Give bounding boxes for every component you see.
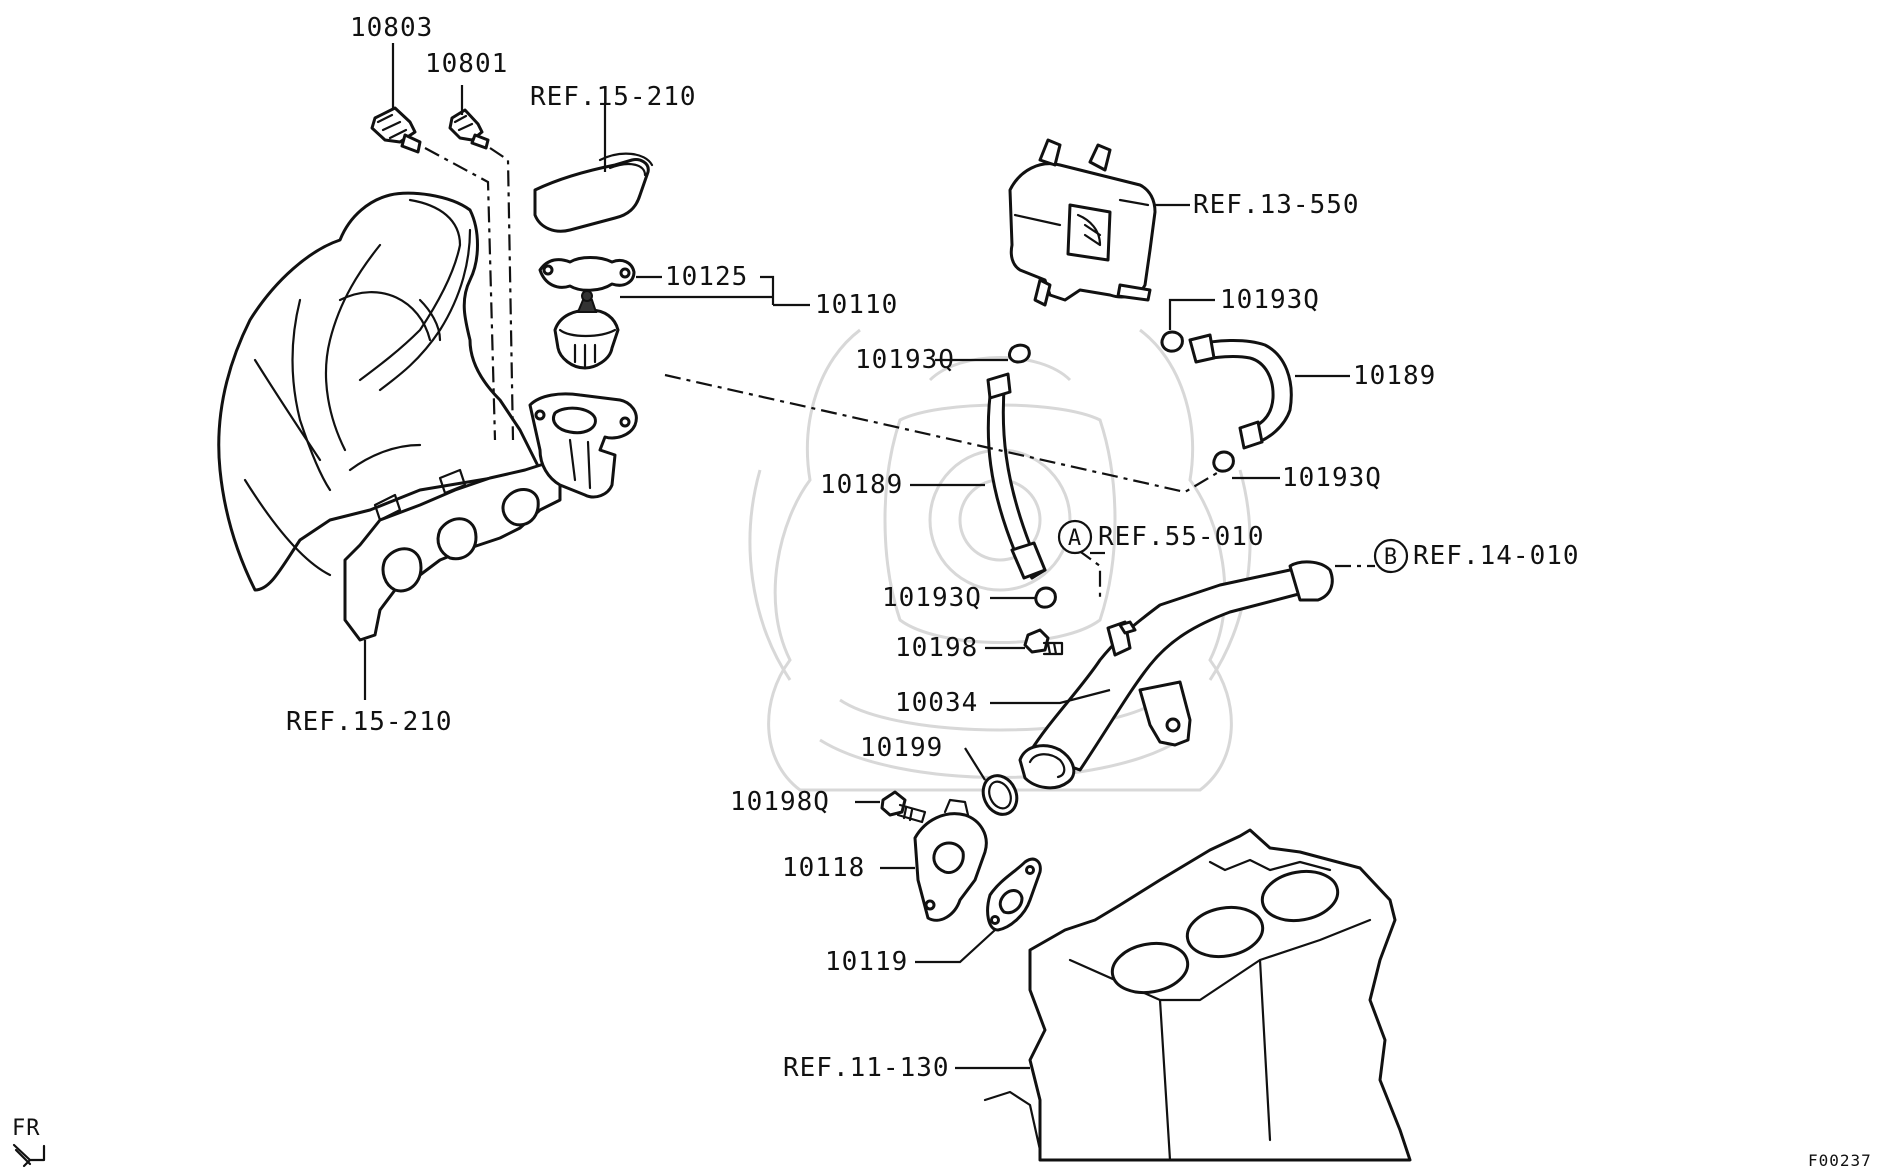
label-10189-left: 10189 [820, 470, 903, 500]
label-10118: 10118 [782, 853, 865, 883]
label-10189-right: 10189 [1353, 361, 1436, 391]
label-10198: 10198 [895, 633, 978, 663]
manifold-gasket [343, 460, 562, 642]
label-10198q: 10198Q [730, 787, 830, 817]
label-10193q-top-right: 10193Q [1220, 285, 1320, 315]
label-ref-14-010: REF.14-010 [1413, 541, 1580, 571]
gasket-10119 [986, 857, 1042, 932]
intake-manifold [217, 191, 542, 592]
front-arrow-icon [12, 1143, 46, 1168]
label-ref-15-210-top: REF.15-210 [530, 82, 697, 112]
label-ref-11-130: REF.11-130 [783, 1053, 950, 1083]
label-10193q-bottom: 10193Q [882, 583, 982, 613]
coolant-hose-right [1188, 333, 1293, 450]
label-10801: 10801 [425, 49, 508, 79]
label-ref-13-550: REF.13-550 [1193, 190, 1360, 220]
throttle-body [1008, 138, 1157, 307]
figure-code: F00237 [1808, 1151, 1872, 1170]
callout-circle-b: B [1373, 538, 1409, 574]
water-inlet-fitting-10118 [913, 798, 988, 922]
hose-clamp-bottom-left [1034, 586, 1057, 609]
hose-clamp-right [1212, 450, 1235, 473]
temperature-gauge-unit-10801 [448, 108, 490, 150]
water-outlet-fitting [533, 152, 654, 233]
label-ref-55-010: REF.55-010 [1098, 522, 1265, 552]
front-direction-indicator: FR [12, 1116, 46, 1168]
hose-clamp-top-left [1008, 343, 1031, 364]
temperature-sensor-10803 [370, 106, 422, 154]
label-10803: 10803 [350, 13, 433, 43]
thermostat-10110 [553, 290, 620, 370]
coolant-hose-left [986, 372, 1047, 580]
water-inlet-pipe-10034 [1018, 560, 1334, 790]
o-ring-10199 [981, 774, 1019, 816]
front-label: FR [12, 1116, 41, 1141]
leader-lines [363, 43, 1350, 1070]
bolt-10198q [880, 790, 927, 824]
callout-letter-b: B [1384, 545, 1398, 570]
label-10193q-top-left: 10193Q [855, 345, 955, 375]
engine-block [983, 828, 1412, 1162]
hose-clamp-top-right [1160, 330, 1184, 353]
label-ref-15-210-bottom: REF.15-210 [286, 707, 453, 737]
label-10125: 10125 [665, 262, 748, 292]
callout-circle-a: A [1057, 519, 1093, 555]
thermostat-gasket-10125 [538, 256, 636, 292]
thermostat-housing [528, 392, 638, 499]
guide-lines [424, 147, 1375, 600]
bolt-10198 [1023, 628, 1064, 656]
label-10199: 10199 [860, 733, 943, 763]
label-10034: 10034 [895, 688, 978, 718]
label-10193q-right: 10193Q [1282, 463, 1382, 493]
callout-letter-a: A [1068, 526, 1082, 551]
label-10119: 10119 [825, 947, 908, 977]
label-10110: 10110 [815, 290, 898, 320]
